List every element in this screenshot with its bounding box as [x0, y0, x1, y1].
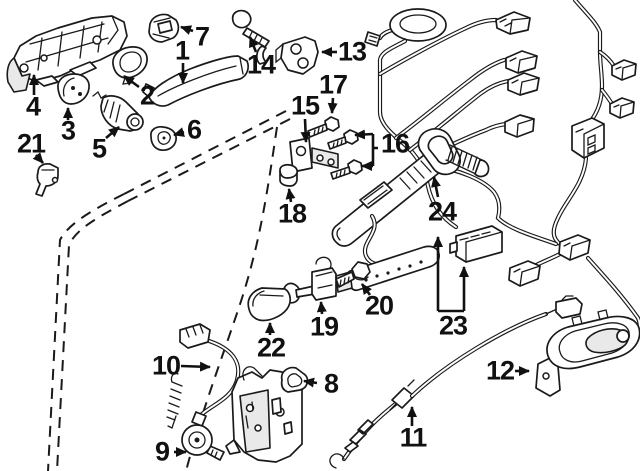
callout-leaders: [29, 25, 530, 457]
harness-connector: [611, 59, 637, 81]
harness-connector: [505, 50, 538, 74]
part-cylinder-gasket: [150, 126, 177, 151]
harness-connector: [507, 72, 540, 96]
part-lock-cap: [57, 73, 90, 105]
callout-1: 1: [174, 35, 190, 66]
part-door-hinge-bracket: [289, 137, 339, 173]
callout-2-arrow: [123, 74, 140, 89]
callout-22: 22: [256, 332, 286, 363]
callout-24-arrow: [431, 176, 441, 198]
part-check-bolt: [335, 261, 371, 288]
callout-9: 9: [154, 436, 170, 467]
harness-grommet: [364, 8, 447, 47]
callout-2: 2: [139, 80, 155, 111]
part-door-bumper: [279, 163, 299, 187]
part-lock-cylinder: [92, 90, 144, 132]
callout-19: 19: [309, 311, 339, 342]
part-exterior-door-handle: [142, 45, 267, 107]
callout-24: 24: [427, 196, 457, 227]
callout-12: 12: [485, 355, 515, 386]
callout-21-arrow: [32, 152, 44, 164]
callout-15-arrow: [300, 118, 311, 143]
callout-8: 8: [323, 368, 339, 399]
part-latch-screw: [181, 424, 225, 461]
callout-16: 16: [380, 128, 410, 159]
callout-19-arrow: [316, 301, 327, 315]
callout-5-arrow: [105, 126, 120, 139]
part-door-latch: [225, 366, 309, 463]
part-retaining-clip: [35, 162, 59, 197]
callout-23: 23: [438, 310, 468, 341]
harness-connector: [504, 114, 535, 138]
callout-20-arrow: [360, 283, 372, 296]
part-door-wiring-harness: [364, 0, 640, 333]
callout-6: 6: [186, 114, 202, 145]
part-door-pull-support: [331, 127, 490, 292]
callout-6-arrow: [173, 127, 186, 137]
callout-15: 15: [290, 90, 320, 121]
callout-3: 3: [60, 115, 76, 146]
part-bolt-16b: [330, 159, 363, 180]
callout-7-arrow: [180, 25, 194, 35]
part-bolt-16a: [327, 129, 359, 150]
callout-16-bracket: [354, 129, 378, 171]
callout-18: 18: [277, 198, 307, 229]
part-interior-door-handle: [535, 309, 640, 397]
callout-10: 10: [151, 350, 181, 381]
callout-14-arrow: [248, 36, 259, 53]
callout-18-arrow: [285, 188, 296, 203]
harness-connector: [558, 234, 591, 261]
part-release-cable: [329, 295, 583, 469]
callout-7: 7: [194, 21, 210, 52]
callout-11: 11: [399, 422, 428, 453]
harness-connector: [495, 11, 531, 35]
harness-connector: [609, 97, 635, 119]
part-handle-carrier-frame: [6, 15, 128, 93]
callout-17-arrow: [327, 97, 338, 114]
callout-20: 20: [364, 290, 394, 321]
harness-switch: [449, 225, 503, 263]
callout-13: 13: [337, 36, 367, 67]
callout-14: 14: [246, 49, 276, 80]
callout-4: 4: [25, 91, 41, 122]
callout-8-arrow: [303, 377, 318, 388]
part-handle-cover: [112, 46, 148, 85]
callout-5: 5: [91, 133, 107, 164]
callout-17: 17: [318, 69, 348, 100]
part-handle-end-cap: [148, 13, 180, 43]
part-lock-striker: [275, 36, 319, 75]
callout-10-arrow: [180, 361, 211, 372]
part-wedge-cover: [247, 287, 291, 322]
harness-connector-block: [571, 117, 605, 159]
callout-21: 21: [16, 128, 46, 159]
harness-connector: [508, 260, 541, 287]
callout-23-bracket: [433, 236, 469, 313]
